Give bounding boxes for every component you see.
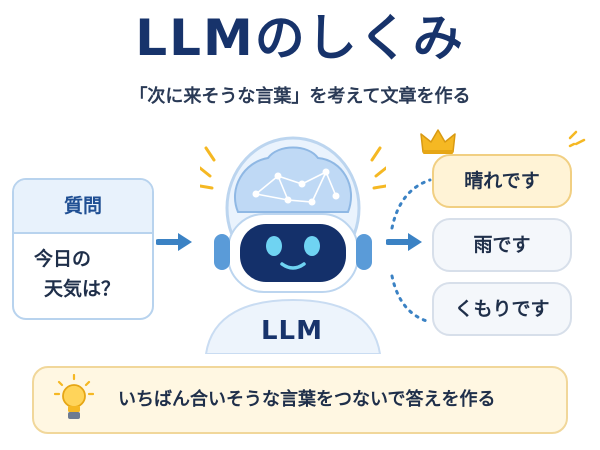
question-line-2: 天気は？ [44, 278, 121, 300]
arrow-right-icon [156, 233, 192, 251]
llm-robot-illustration [200, 136, 386, 354]
page-title: LLMのしくみ [135, 9, 465, 67]
sparkle-lines-icon [568, 130, 586, 148]
crown-icon [420, 129, 456, 154]
summary-banner: いちばん合いそうな言葉をつないで答えを作る [32, 366, 568, 434]
question-line-1: 今日の [34, 248, 92, 270]
answer-option-3: くもりです [432, 282, 572, 336]
summary-text: いちばん合いそうな言葉をつないで答えを作る [118, 389, 496, 410]
question-heading: 質問 [14, 180, 152, 234]
answer-option-1: 晴れです [432, 154, 572, 208]
dotted-connector-lines [390, 178, 432, 324]
answer-option-2: 雨です [432, 218, 572, 272]
llm-label: LLM [260, 316, 323, 346]
page-subtitle: 「次に来そうな言葉」を考えて文章を作る [129, 86, 471, 107]
lightbulb-icon [54, 374, 94, 419]
question-text: 今日の 天気は？ [14, 234, 152, 304]
question-card: 質問 今日の 天気は？ [12, 178, 154, 320]
arrow-right-icon [386, 233, 422, 251]
